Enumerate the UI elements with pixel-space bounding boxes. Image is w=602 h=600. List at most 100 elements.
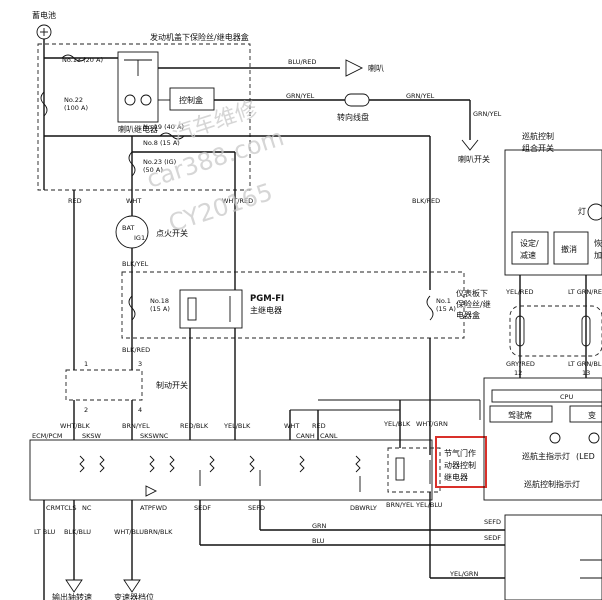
- ecm-crmtcls: CRMTCLS: [46, 504, 77, 512]
- brake-switch: [65, 369, 143, 401]
- wire-yel-grn: YEL/GRN: [449, 570, 478, 578]
- control-box-label: 控制盒: [179, 95, 203, 105]
- ignition-switch: [115, 215, 149, 249]
- driver-side-label: 驾驶席: [508, 410, 532, 420]
- horn-switch-label: 喇叭开关: [458, 154, 490, 164]
- svg-text:12: 12: [514, 369, 522, 377]
- throttle-relay-label-a: 节气门作: [444, 448, 476, 458]
- wire-red: RED: [68, 197, 82, 205]
- cruise-switch-label-b: 组合开关: [522, 143, 554, 153]
- ecm-pcm-box: [29, 439, 433, 501]
- watermark: 汽车维修 car388.com CY20165: [143, 97, 287, 238]
- svg-text:1: 1: [84, 360, 88, 368]
- cruise-switch-label-a: 巡航控制: [522, 131, 554, 141]
- wire-brn-yel-2: BRN/YEL: [386, 501, 414, 509]
- horn-relay: [117, 51, 159, 123]
- indicator-lamp-icon: [587, 203, 602, 221]
- ecm-sefd: SEFD: [248, 504, 265, 512]
- turn-coil-label: 转向线盘: [337, 112, 369, 122]
- wire-red-2: RED: [312, 422, 326, 430]
- ecm-label: ECM/PCM: [32, 432, 63, 440]
- cancel-label: 撤消: [561, 244, 577, 254]
- cruise-main-lamp-label: 巡航主指示灯: [522, 451, 570, 461]
- fuse-no23-label-b: (50 A): [143, 166, 163, 174]
- horn-label: 喇叭: [368, 63, 384, 73]
- horn-symbol: [345, 59, 364, 77]
- horn-switch-symbol: [461, 139, 479, 151]
- wire-grn-red: GRY/RED: [506, 360, 535, 368]
- wire-wht-red: WHT/RED: [222, 197, 253, 205]
- wire-yel-red: YEL/RED: [505, 288, 534, 296]
- wire-wht: WHT: [126, 197, 141, 205]
- wire-blk-yel: BLK/YEL: [122, 260, 149, 268]
- wire-grn-yel-3: GRN/YEL: [473, 110, 502, 118]
- ignition-ig1-label: IG1: [134, 234, 145, 242]
- wire-yel-blk-2: YEL/BLK: [383, 420, 411, 428]
- cruise-combo-switch: [504, 149, 602, 276]
- ecm-dbwrly: DBWRLY: [350, 504, 377, 512]
- wire-sefd-2: SEFD: [484, 518, 501, 526]
- ecm-nc: NC: [82, 504, 92, 512]
- dash-fusebox-label-a: 仪表板下: [456, 288, 488, 298]
- wire-lt-blu: LT BLU: [34, 528, 56, 536]
- ecm-atpfwd: ATPFWD: [140, 504, 167, 512]
- resume-label-a: 恢: [594, 238, 602, 248]
- fuse-no8-label: No.8 (15 A): [143, 139, 180, 147]
- dash-fusebox-label-b: 保险丝/继: [456, 299, 491, 309]
- cruise-ctrl-lamp-label: 巡航控制指示灯: [524, 479, 580, 489]
- ecm-sedf: SEDF: [194, 504, 211, 512]
- ecm-skswnc: SKSWNC: [140, 432, 169, 440]
- wire-lt-grn-blk: LT GRN/BLK: [568, 360, 602, 368]
- fuse-no22-label-a: No.22: [64, 96, 83, 104]
- wire-blu-red: BLU/RED: [288, 58, 316, 66]
- set-decel-label-b: 减速: [520, 250, 536, 260]
- battery-symbol: [36, 24, 52, 40]
- horn-relay-label: 喇叭继电器: [118, 124, 158, 134]
- throttle-relay-label-c: 继电器: [444, 472, 468, 482]
- ecm-sksw: SKSW: [82, 432, 102, 440]
- wire-sedf-2: SEDF: [484, 534, 501, 542]
- underhood-fusebox: [37, 43, 251, 191]
- control-box: [169, 87, 215, 111]
- wire-blk-blu: BLK/BLU: [64, 528, 91, 536]
- gauge-assembly: [483, 377, 602, 501]
- passenger-side-label: 变: [588, 410, 596, 420]
- wire-grn-yel-2: GRN/YEL: [406, 92, 435, 100]
- wire-brn-yel: BRN/YEL: [122, 422, 150, 430]
- wire-blu: BLU: [312, 537, 325, 545]
- cruise-main-led-icon: [549, 432, 561, 444]
- lamp-label: 灯: [578, 206, 586, 216]
- fuse-no18-label-a: No.18: [150, 297, 169, 305]
- fuse-no22-label-b: (100 A): [64, 104, 88, 112]
- ignition-bat-label: BAT: [122, 224, 134, 232]
- fuse-no1-label-a: No.1: [436, 297, 451, 305]
- svg-text:4: 4: [138, 406, 142, 414]
- wire-lt-grn-red: LT GRN/RED: [568, 288, 602, 296]
- svg-text:3: 3: [138, 360, 142, 368]
- wire-brn-blk: BRN/BLK: [144, 528, 173, 536]
- wire-wht-blk: WHT/BLK: [60, 422, 91, 430]
- pgm-fi-relay-label: 主继电器: [250, 305, 282, 315]
- fuse-no18-label-b: (15 A): [150, 305, 170, 313]
- wire-yel-blu: YEL/BLU: [415, 501, 443, 509]
- ecm-canh: CANH: [296, 432, 315, 440]
- svg-text:2: 2: [84, 406, 88, 414]
- bottom-label-b: 变速器档位: [114, 592, 154, 600]
- cruise-connector: [509, 305, 602, 357]
- gear-position-connector: [123, 579, 141, 593]
- wire-red-blk: RED/BLK: [180, 422, 209, 430]
- underdash-fusebox: [121, 271, 465, 339]
- pgm-fi-relay: [179, 289, 243, 329]
- dash-fusebox-label-c: 电器盒: [456, 310, 480, 320]
- wire-wht-blu: WHT/BLU: [114, 528, 144, 536]
- fuse-no23-label-a: No.23 (IG): [143, 158, 176, 166]
- wire-blk-red: BLK/RED: [412, 197, 440, 205]
- battery-label: 蓄电池: [32, 10, 56, 20]
- turn-coil: [344, 93, 370, 107]
- output-speed-connector: [65, 579, 83, 593]
- fuse-no19-label: No.19 (40 A): [143, 123, 184, 131]
- wire-wht-2: WHT: [284, 422, 299, 430]
- bottom-label-a: 输出轴转速: [52, 592, 92, 600]
- fusebox-title: 发动机盖下保险丝/继电器盒: [150, 32, 249, 42]
